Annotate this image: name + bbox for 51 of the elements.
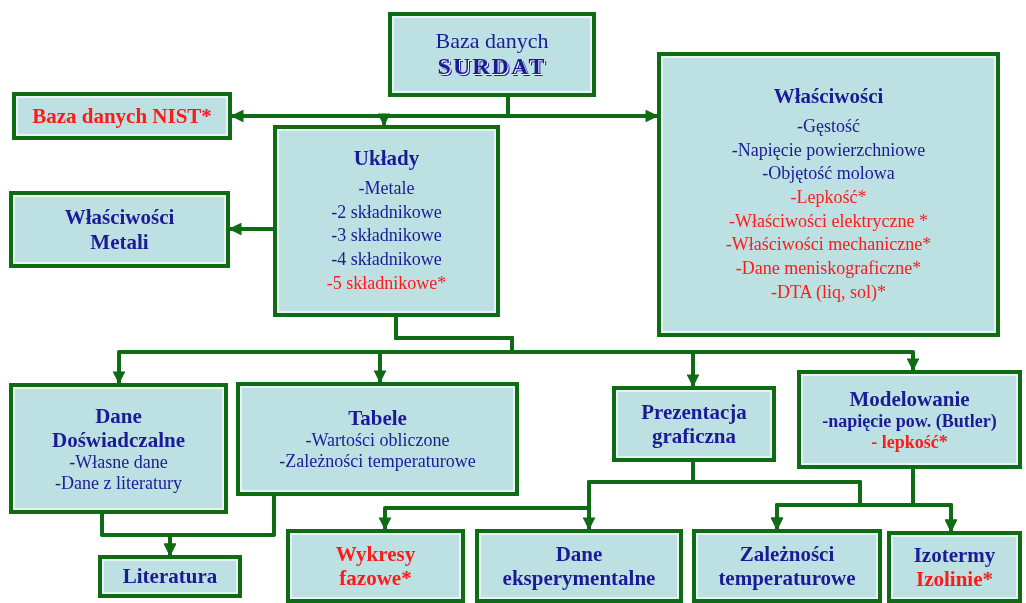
box-title: Tabele (348, 406, 407, 431)
list-item: -Własne dane (69, 451, 168, 473)
process-box (887, 531, 1022, 603)
list-item: -Właściwości mechaniczne* (725, 234, 932, 255)
box-title: Wykresy fazowe* (334, 541, 417, 591)
arrow (911, 469, 958, 533)
arrow (506, 97, 659, 123)
box-title: Baza danych NIST* (32, 103, 212, 129)
list-item: -napięcie pow. (Butler) (822, 410, 997, 432)
list-item: -Dane meniskograficzne* (735, 257, 922, 279)
process-box (273, 125, 500, 317)
list-item: Baza danych (435, 28, 549, 54)
process-box (388, 12, 596, 97)
list-item: -Wartości obliczone (305, 430, 450, 452)
list-item: -5 składnikowe* (326, 272, 447, 294)
list-item: -2 składnikowe (331, 201, 442, 223)
list-item: -DTA (liq, sol)* (770, 281, 887, 303)
box-title: Właściwości (773, 83, 884, 108)
box-title: Izolinie* (916, 567, 993, 592)
box-title: Dane Doświadczalne (51, 403, 186, 452)
process-box (9, 383, 228, 514)
process-box (286, 529, 465, 603)
list-item: - lepkość* (871, 431, 948, 453)
box-title: Modelowanie (849, 386, 970, 411)
box-title: SURDAT (437, 53, 547, 81)
box-title: Izotermy (913, 542, 996, 567)
process-box (9, 191, 230, 268)
list-item: -Lepkość* (790, 186, 867, 208)
box-title: Dane eksperymentalne (501, 541, 657, 591)
process-box (612, 386, 776, 462)
process-box (657, 52, 1000, 337)
process-box (475, 529, 683, 603)
box-title: Właściwości Metali (63, 205, 176, 254)
box-title: Prezentacja graficzna (640, 399, 748, 449)
list-item: -Gęstość (797, 115, 860, 137)
process-box (692, 529, 882, 603)
list-item: -Objętość molowa (762, 163, 895, 184)
box-title: Układy (353, 145, 420, 170)
list-item: -4 składnikowe (331, 248, 442, 270)
process-box (12, 92, 232, 140)
process-box (236, 382, 519, 496)
process-box (797, 370, 1022, 469)
process-box (98, 555, 242, 598)
list-item: -Napięcie powierzchniowe (731, 139, 926, 161)
list-item: -Metale (358, 177, 415, 199)
box-title: Literatura (122, 564, 218, 589)
list-item: -Właściwości elektryczne * (729, 210, 928, 232)
list-item: -Zależności temperaturowe (279, 451, 476, 472)
list-item: -Dane z literatury (55, 472, 182, 494)
list-item: -3 składnikowe (331, 225, 442, 246)
box-title: Zależności temperaturowe (717, 541, 857, 591)
